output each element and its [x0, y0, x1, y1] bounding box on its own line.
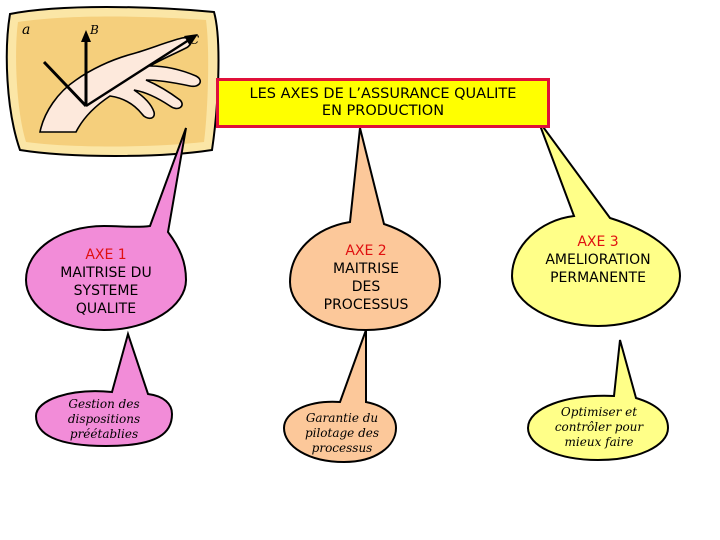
note-1-bubble — [34, 330, 174, 448]
axis-1-bubble — [24, 127, 188, 332]
arrow-head-b — [81, 30, 91, 42]
note-3-bubble — [526, 339, 670, 462]
note-1-line-2: dispositions — [67, 411, 141, 426]
axis-3-head: AXE 3 — [577, 234, 619, 250]
axis-2-line-2: DES — [351, 279, 381, 295]
arrow-head-c — [184, 34, 198, 46]
axis-2-head: AXE 2 — [345, 243, 387, 259]
title-line-1: LES AXES DE L’ASSURANCE QUALITE — [249, 86, 517, 102]
axis-3-bubble — [510, 119, 682, 328]
axis-1-line-2: SYSTEME — [73, 283, 139, 299]
axis-3-line-2: PERMANENTE — [550, 270, 646, 286]
note-1-text: Gestion des dispositions préétablies — [46, 396, 162, 442]
note-1-line-3: préétablies — [69, 426, 139, 441]
note-2-line-2: pilotage des — [304, 425, 380, 440]
hand-label-b: B — [89, 23, 99, 37]
title-line-2: EN PRODUCTION — [321, 103, 445, 119]
hand-illustration: a B C — [5, 6, 220, 157]
note-3-text: Optimiser et contrôler pour mieux faire — [536, 402, 662, 452]
axis-1-head: AXE 1 — [85, 247, 127, 263]
axis-3-text: AXE 3 AMELIORATION PERMANENTE — [520, 230, 676, 290]
axis-3-line-1: AMELIORATION — [545, 252, 651, 268]
note-2-bubble — [282, 329, 398, 464]
note-3-line-3: mieux faire — [564, 434, 634, 449]
title-box: LES AXES DE L’ASSURANCE QUALITE EN PRODU… — [216, 78, 550, 128]
axis-1-text: AXE 1 MAITRISE DU SYSTEME QUALITE — [36, 242, 176, 322]
hand-label-a: a — [22, 22, 30, 38]
note-3-line-1: Optimiser et — [560, 404, 638, 419]
axis-2-line-1: MAITRISE — [333, 261, 399, 277]
axis-1-line-1: MAITRISE DU — [60, 265, 152, 281]
note-1-line-1: Gestion des — [68, 396, 140, 411]
note-2-text: Garantie du pilotage des processus — [292, 408, 392, 458]
note-3-line-2: contrôler pour — [554, 419, 644, 434]
note-2-line-1: Garantie du — [305, 410, 379, 425]
axis-2-line-3: PROCESSUS — [323, 297, 409, 313]
note-2-line-3: processus — [311, 440, 373, 455]
hand-label-c: C — [190, 33, 199, 47]
vector-a-arrow — [42, 60, 88, 108]
vector-c-arrow — [85, 36, 193, 108]
axis-2-text: AXE 2 MAITRISE DES PROCESSUS — [296, 238, 436, 318]
axis-1-line-3: QUALITE — [75, 301, 137, 317]
